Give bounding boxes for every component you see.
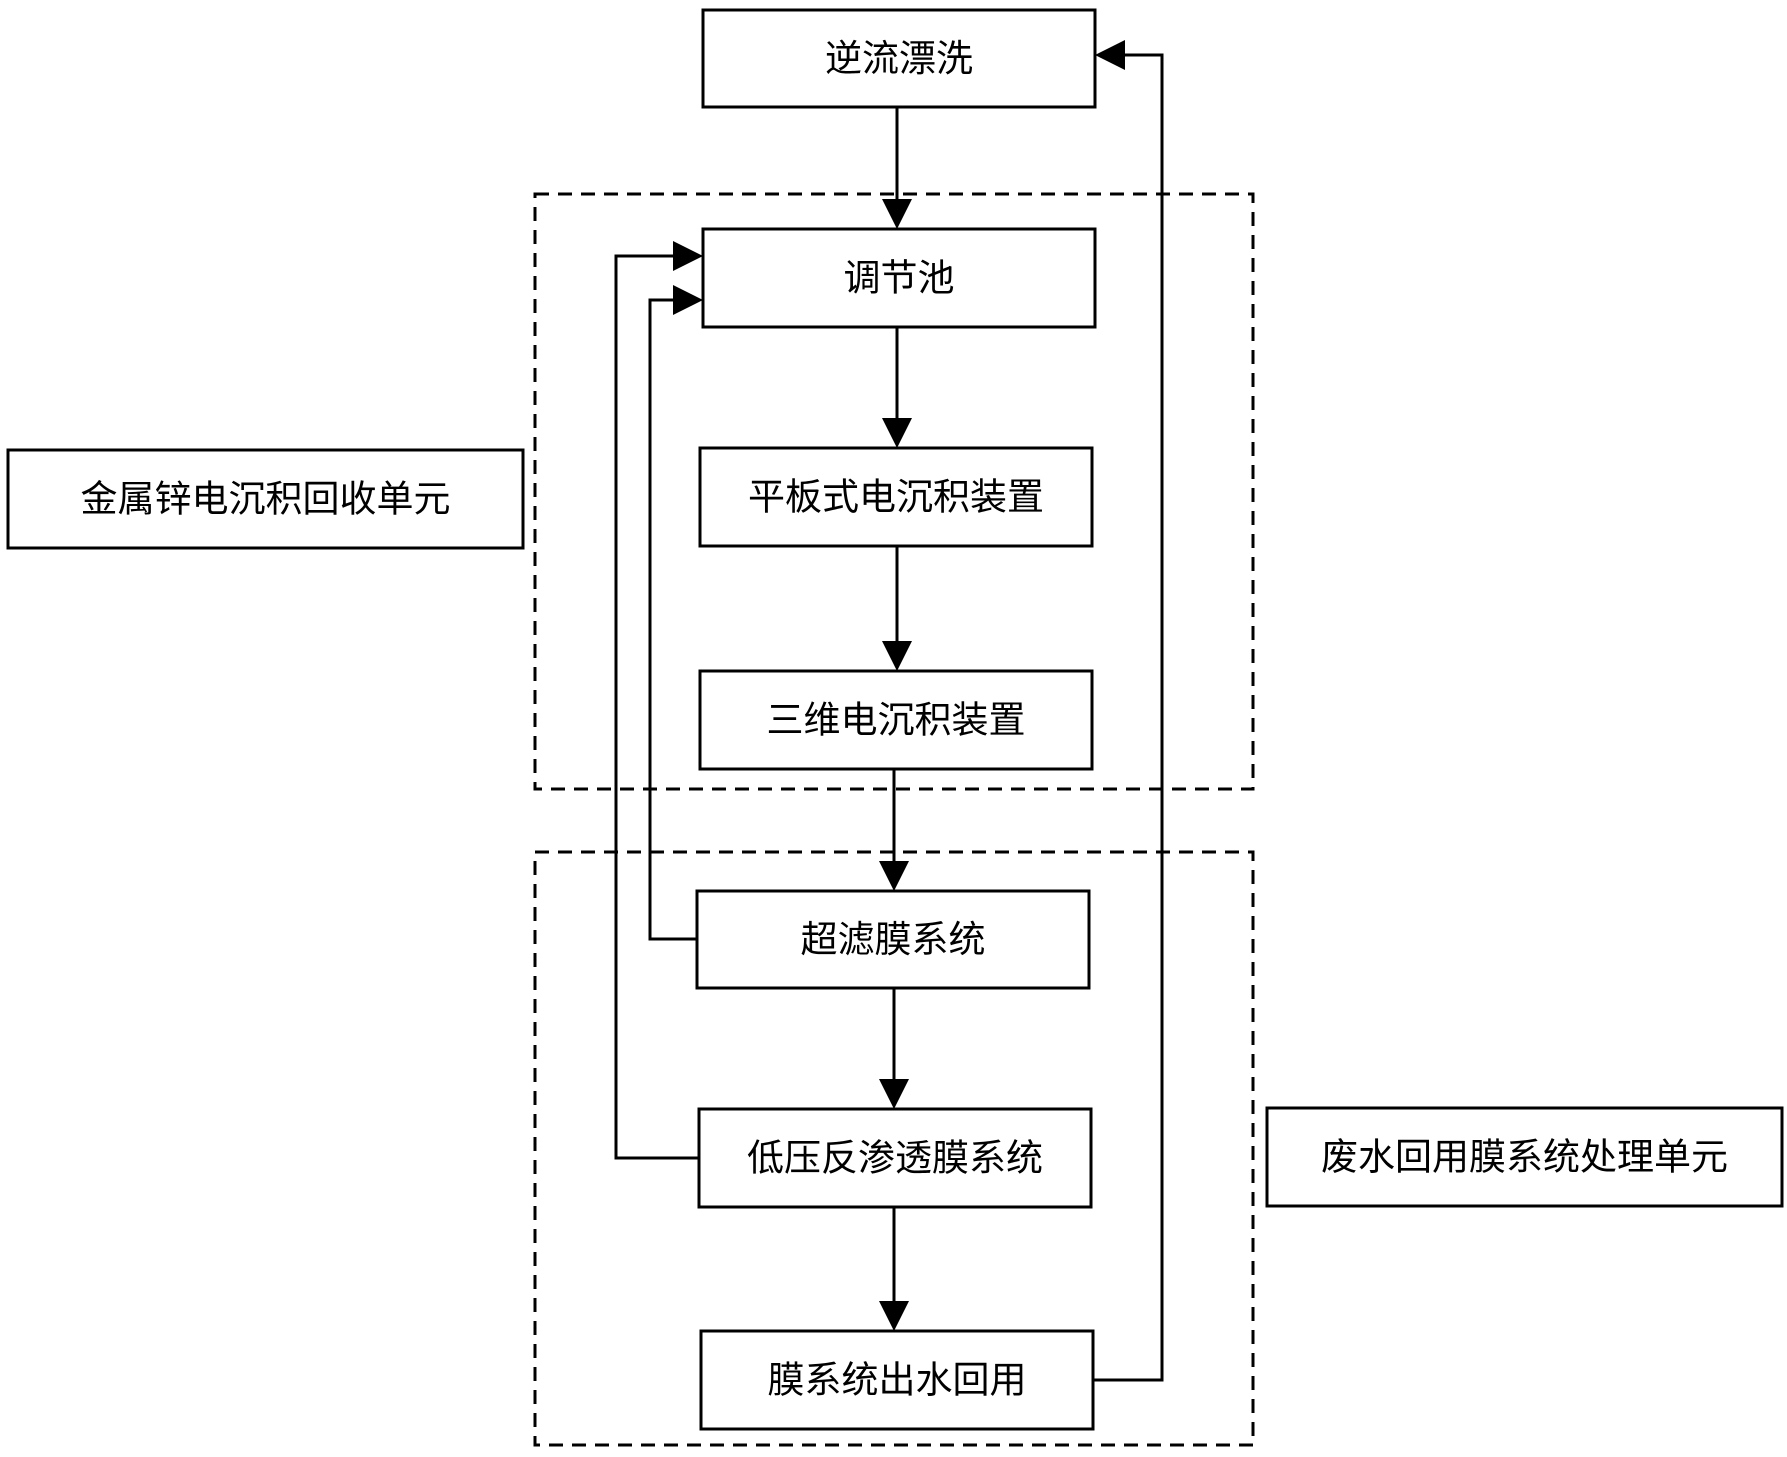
unit-label-wastewater-reuse: 废水回用膜系统处理单元 — [1265, 1106, 1784, 1208]
unit-label-zinc-recovery-text: 金属锌电沉积回收单元 — [81, 478, 451, 521]
node-ultrafiltration-system-label: 超滤膜系统 — [801, 918, 986, 961]
node-low-pressure-ro-system: 低压反渗透膜系统 — [697, 1107, 1093, 1209]
arrow-ultrafiltration-return-to-regulating-tank — [648, 285, 703, 941]
unit-label-wastewater-reuse-text: 废水回用膜系统处理单元 — [1321, 1136, 1728, 1179]
zinc-recovery-unit-boundary — [533, 192, 1255, 791]
node-flat-plate-electrodeposition: 平板式电沉积装置 — [698, 446, 1094, 548]
arrow-ro-return-to-regulating-tank — [614, 241, 703, 1160]
node-membrane-effluent-reuse-label: 膜系统出水回用 — [768, 1359, 1027, 1402]
node-regulating-tank-label: 调节池 — [844, 257, 955, 300]
node-counterflow-rinse-label: 逆流漂洗 — [825, 37, 973, 80]
node-counterflow-rinse: 逆流漂洗 — [701, 8, 1097, 109]
node-flat-plate-electrodeposition-label: 平板式电沉积装置 — [748, 476, 1044, 519]
node-regulating-tank: 调节池 — [701, 227, 1097, 329]
node-3d-electrodeposition: 三维电沉积装置 — [698, 669, 1094, 771]
node-ultrafiltration-system: 超滤膜系统 — [695, 889, 1091, 990]
arrow-effluent-reuse-return-to-rinse — [1093, 40, 1164, 1382]
node-membrane-effluent-reuse: 膜系统出水回用 — [699, 1329, 1095, 1431]
node-low-pressure-ro-system-label: 低压反渗透膜系统 — [747, 1137, 1043, 1180]
unit-label-zinc-recovery: 金属锌电沉积回收单元 — [6, 448, 525, 550]
node-3d-electrodeposition-label: 三维电沉积装置 — [767, 699, 1026, 742]
